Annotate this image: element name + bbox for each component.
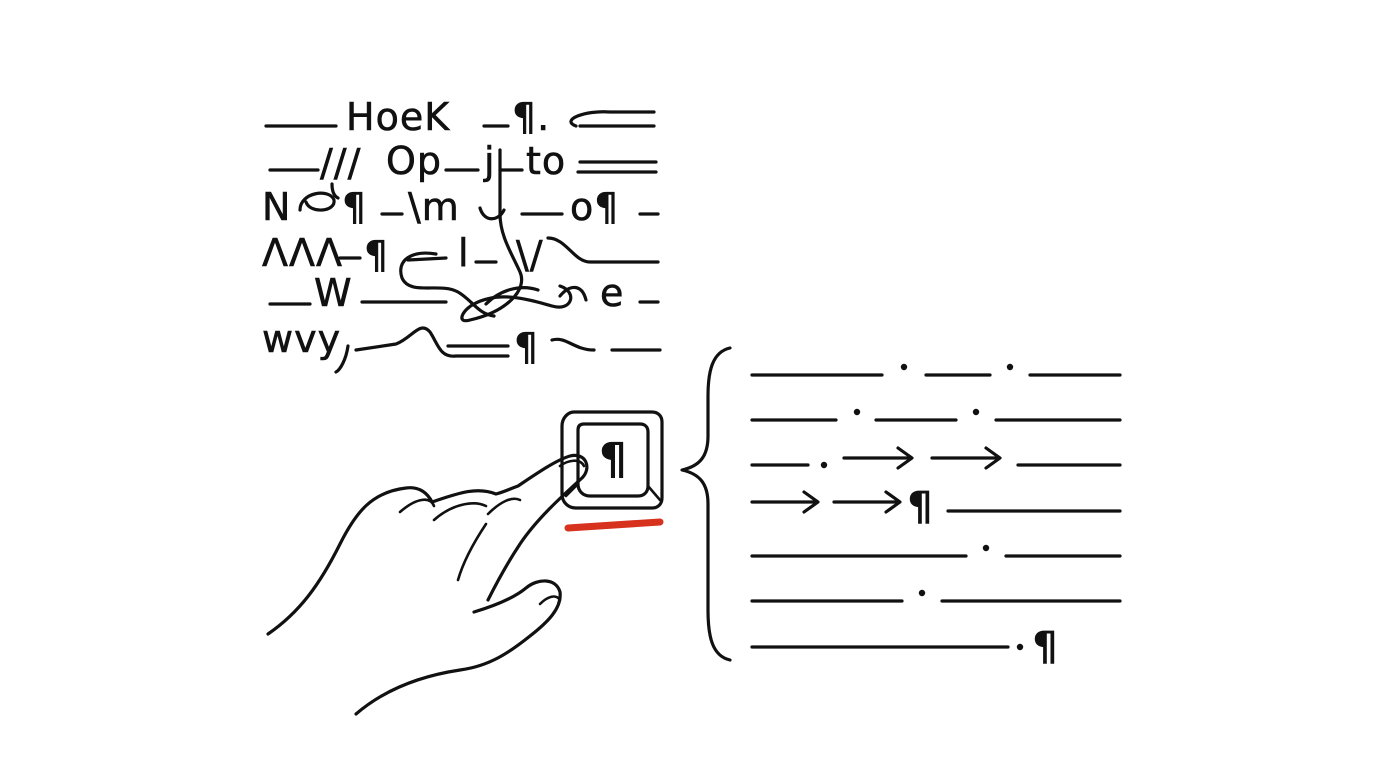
space-dot [982,544,990,552]
messy-line-3: N ¶ \m o¶ [262,182,660,229]
messy-line-6: wvy ¶ [262,317,662,369]
pilcrow-mark: ¶ [907,484,932,530]
messy-line-4: ΛΛΛ ¶ l \/ [262,231,660,277]
right-arrow-icon [832,490,902,514]
clean-line-4: ¶ [750,484,1122,530]
messy-fragment: wvy [262,317,341,361]
messy-fragment: e [600,271,624,315]
messy-line-2: /// Op j to [268,139,658,185]
messy-fragment: HoeK [346,95,450,139]
key-press-underline [564,518,664,532]
messy-fragment: ΛΛΛ [262,231,343,275]
messy-fragment: ¶ [514,325,539,369]
messy-fragment: \m [408,185,460,229]
messy-fragment: N [262,185,291,229]
messy-fragment: W [314,271,353,315]
messy-fragment: to [526,139,566,183]
messy-fragment: /// [320,141,361,185]
messy-fragment: o¶ [570,185,619,229]
messy-text-block: HoeK ¶. /// Op j to N ¶ \m o¶ [262,95,662,374]
clean-line-5 [750,544,1122,558]
messy-fragment: Op [386,139,442,183]
space-dot [900,363,908,371]
period-dot [1016,643,1024,651]
clean-line-3 [750,446,1122,470]
right-arrow-icon [750,490,820,514]
space-dot [972,408,980,416]
clean-line-7: ¶ [750,624,1058,670]
tangle-scribble [334,344,350,374]
right-arrow-icon [930,446,1002,470]
messy-line-1: HoeK ¶. [264,95,656,139]
messy-line-5: W e [268,271,660,315]
period-dot [820,461,828,469]
tangle-scribble [460,148,573,323]
pilcrow-mark: ¶ [1032,624,1057,670]
space-dot [853,408,861,416]
messy-fragment: ¶ [342,185,367,229]
left-curly-brace-icon [680,346,732,662]
clean-line-2 [750,408,1122,422]
clean-line-6 [750,589,1122,603]
tangle-scribble [399,251,496,318]
key-symbol: ¶ [599,434,627,485]
right-arrow-icon [842,446,914,470]
clean-text-block: ¶ ¶ [750,363,1122,670]
messy-fragment: ¶ [364,233,389,277]
space-dot [918,589,926,597]
pilcrow-key-icon[interactable]: ¶ [560,410,664,510]
messy-fragment: ¶. [512,95,550,139]
messy-fragment: j [483,139,496,183]
pointing-hand-icon [266,453,589,716]
space-dot [1006,363,1014,371]
clean-line-1 [750,363,1122,377]
messy-fragment: l [458,231,470,275]
